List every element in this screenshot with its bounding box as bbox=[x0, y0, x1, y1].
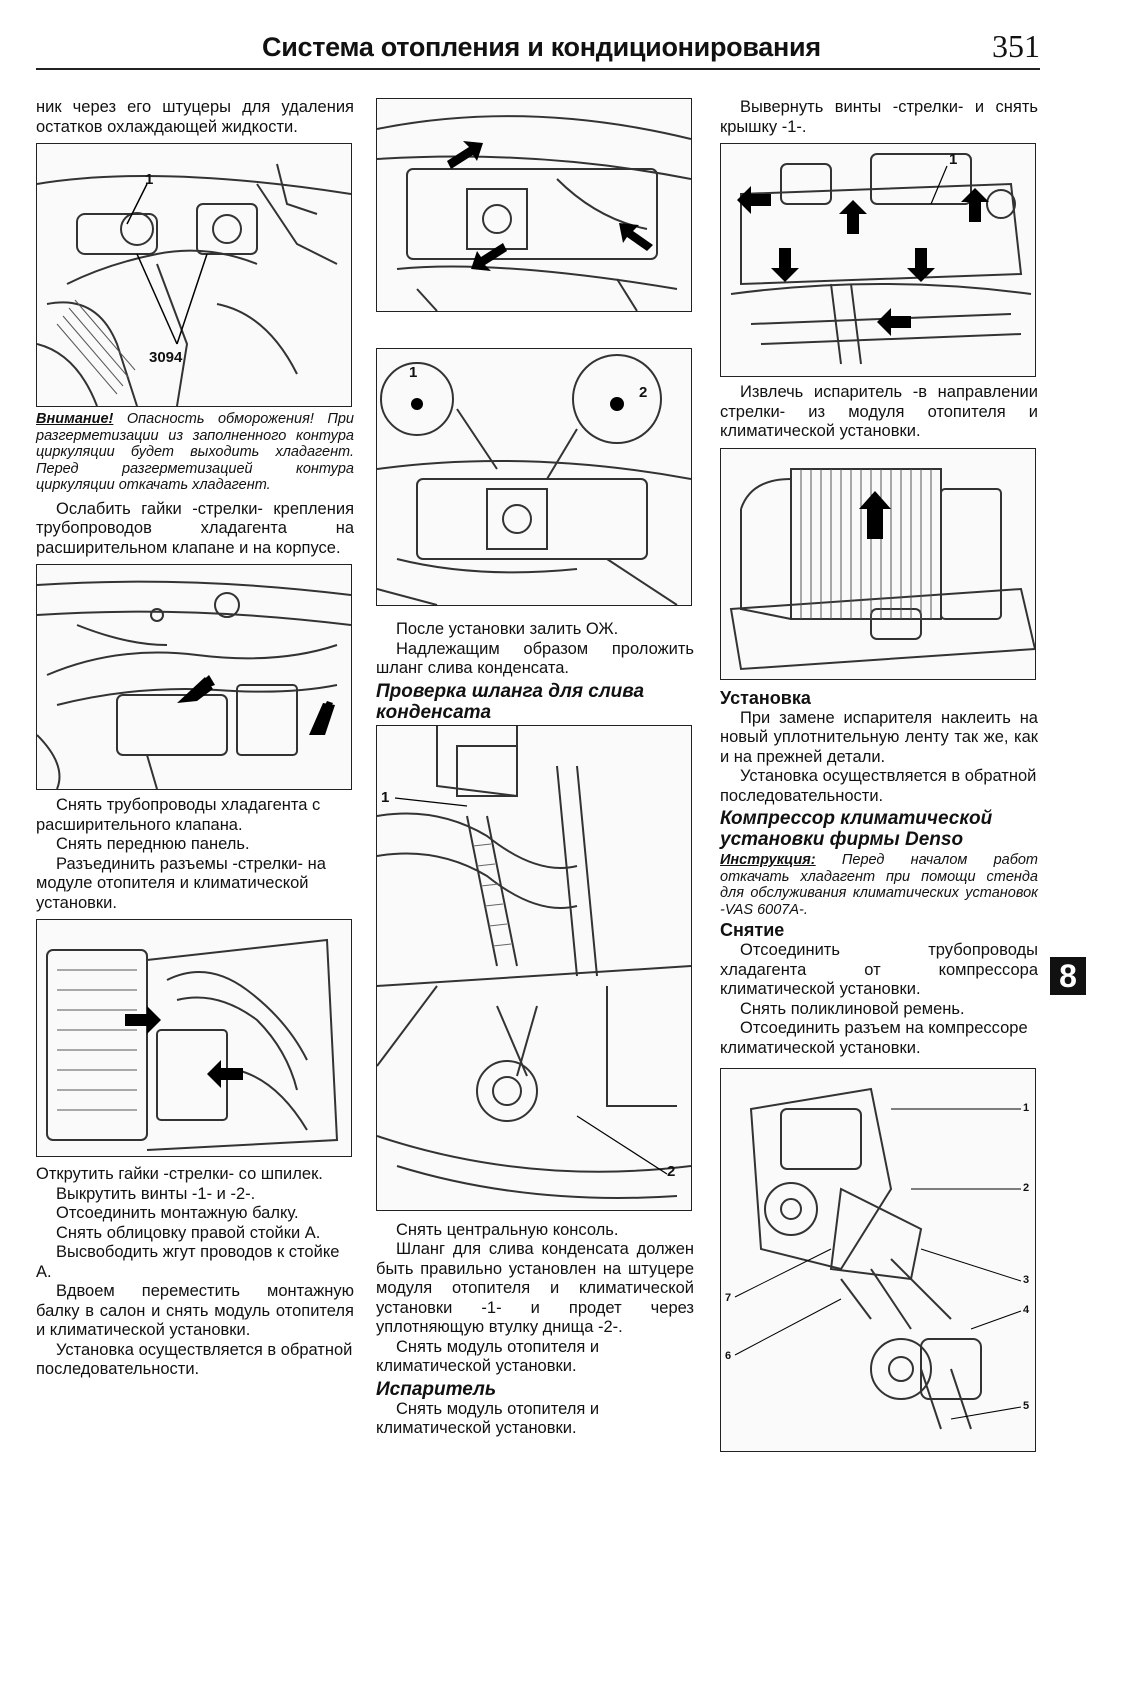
callout-3: 3 bbox=[1023, 1274, 1030, 1286]
column-right: Вывернуть винты -стрелки- и снять крышку… bbox=[720, 98, 1038, 1452]
paragraph-disconnect-connector: Отсоединить разъем на компрессоре климат… bbox=[720, 1019, 1028, 1057]
paragraph-harness: Высвободить жгут проводов к стойке А. bbox=[36, 1243, 340, 1281]
column-middle: 1 2 После установки залить ОЖ. Надлежащи… bbox=[376, 98, 694, 1439]
figure-evaporator bbox=[720, 447, 1036, 680]
figure-condensate-hose: 1 2 bbox=[376, 724, 692, 1211]
paragraph-hose-install: Шланг для слива конденсата должен быть п… bbox=[376, 1240, 694, 1336]
instruction-text: Перед началом работ откачать хладагент п… bbox=[720, 852, 1038, 918]
header-rule bbox=[36, 68, 1040, 70]
paragraph-sealing-tape: При замене испарителя наклеить на новый … bbox=[720, 708, 1038, 766]
figure-cover: 1 bbox=[720, 143, 1036, 377]
paragraph-remove-cover: Вывернуть винты -стрелки- и снять крышку… bbox=[720, 98, 1038, 136]
page-header: Система отопления и кондиционирования 35… bbox=[36, 28, 1040, 70]
paragraph-move-beam: Вдвоем переместить монтажную балку в сал… bbox=[36, 1282, 354, 1339]
paragraph-intro: ник через его штуцеры для удаления остат… bbox=[36, 98, 354, 136]
heading-evaporator: Испаритель bbox=[376, 1378, 497, 1400]
figure-connectors bbox=[36, 919, 352, 1157]
column-left: ник через его штуцеры для удаления остат… bbox=[36, 98, 354, 1380]
instruction-label: Инструкция: bbox=[720, 852, 816, 868]
connectors-illustration bbox=[46, 938, 339, 1151]
warning-text: Опасность обморожения! При разгерметизац… bbox=[36, 411, 354, 493]
chapter-tab: 8 bbox=[1050, 957, 1086, 995]
paragraph-fill-coolant: После установки залить ОЖ. bbox=[396, 620, 619, 638]
refrigerant-lines-illustration bbox=[37, 580, 351, 789]
page-number: 351 bbox=[992, 28, 1040, 64]
paragraph-remove-panel: Снять переднюю панель. bbox=[56, 835, 250, 853]
paragraph-evaporator: Снять модуль отопителя и климатической у… bbox=[376, 1399, 600, 1438]
callout-4: 4 bbox=[1023, 1304, 1030, 1316]
figure-screws-1-2: 1 2 bbox=[376, 348, 692, 606]
heading-check-hose: Проверка шланга для слива конденсата bbox=[376, 680, 645, 723]
callout-6: 6 bbox=[725, 1350, 732, 1362]
compressor-mount-illustration bbox=[734, 1087, 1022, 1430]
figure-expansion-valve-drain: 1 3094 bbox=[36, 143, 352, 407]
paragraph-unscrew-nuts: Открутить гайки -стрелки- со шпилек. bbox=[36, 1165, 323, 1183]
paragraph-reverse: Установка осуществляется в обратной посл… bbox=[36, 1340, 353, 1379]
paragraph-extract-evaporator: Извлечь испаритель -в направлении стрелк… bbox=[720, 383, 1038, 440]
paragraph-route-hose: Надлежащим образом проложить шланг слива… bbox=[376, 639, 694, 678]
screws-illustration bbox=[377, 354, 691, 605]
cover-illustration bbox=[730, 153, 1032, 365]
callout-5: 5 bbox=[1023, 1400, 1030, 1412]
paragraph-remove-belt: Снять поликлиновой ремень. bbox=[740, 999, 965, 1018]
evaporator-illustration bbox=[729, 467, 1035, 670]
heading-compressor: Компрессор климатической установки фирмы… bbox=[720, 808, 993, 850]
paragraph-loosen-nuts: Ослабить гайки -стрелки- крепления трубо… bbox=[36, 499, 354, 557]
callout-2: 2 bbox=[1023, 1182, 1030, 1194]
callout-1: 1 bbox=[381, 788, 390, 806]
callout-2: 2 bbox=[639, 384, 648, 401]
heading-installation: Установка bbox=[720, 687, 811, 708]
callout-2: 2 bbox=[667, 1162, 676, 1180]
instruction-note: Инструкция: Перед началом работ откачать… bbox=[720, 852, 1038, 918]
warning-note: Внимание! Опасность обморожения! При раз… bbox=[36, 411, 354, 494]
paragraph-screws: Выкрутить винты -1- и -2-. bbox=[56, 1184, 256, 1203]
heading-removal: Снятие bbox=[720, 920, 785, 940]
callout-1: 1 bbox=[145, 171, 154, 188]
callout-1: 1 bbox=[1023, 1102, 1030, 1114]
callout-1: 1 bbox=[409, 364, 418, 381]
paragraph-reverse-install: Установка осуществляется в обратной посл… bbox=[720, 767, 1037, 805]
callout-1: 1 bbox=[949, 151, 958, 168]
figure-compressor-mount: 1 2 3 4 5 6 7 bbox=[720, 1068, 1036, 1452]
mounting-beam-illustration bbox=[377, 115, 691, 311]
paragraph-remove-console: Снять центральную консоль. bbox=[396, 1220, 619, 1239]
paragraph-disconnect-lines: Отсоединить трубопроводы хладагента от к… bbox=[720, 941, 1038, 998]
paragraph-disconnect: Разъединить разъемы -стрелки- на модуле … bbox=[36, 854, 326, 912]
figure-mounting-beam bbox=[376, 98, 692, 312]
paragraph-beam: Отсоединить монтажную балку. bbox=[56, 1204, 299, 1222]
paragraph-remove-module: Снять модуль отопителя и климатической у… bbox=[376, 1337, 600, 1376]
callout-3094: 3094 bbox=[149, 349, 183, 366]
paragraph-trim: Снять облицовку правой стойки А. bbox=[56, 1223, 321, 1242]
warning-label: Внимание! bbox=[36, 411, 114, 427]
engine-bay-illustration bbox=[37, 163, 351, 406]
paragraph-remove-lines: Снять трубопроводы хладагента с расширит… bbox=[36, 796, 321, 834]
condensate-hose-illustration bbox=[377, 725, 691, 1199]
figure-refrigerant-lines bbox=[36, 564, 352, 790]
callout-7: 7 bbox=[725, 1292, 732, 1304]
page-title: Система отопления и кондиционирования bbox=[262, 32, 821, 62]
